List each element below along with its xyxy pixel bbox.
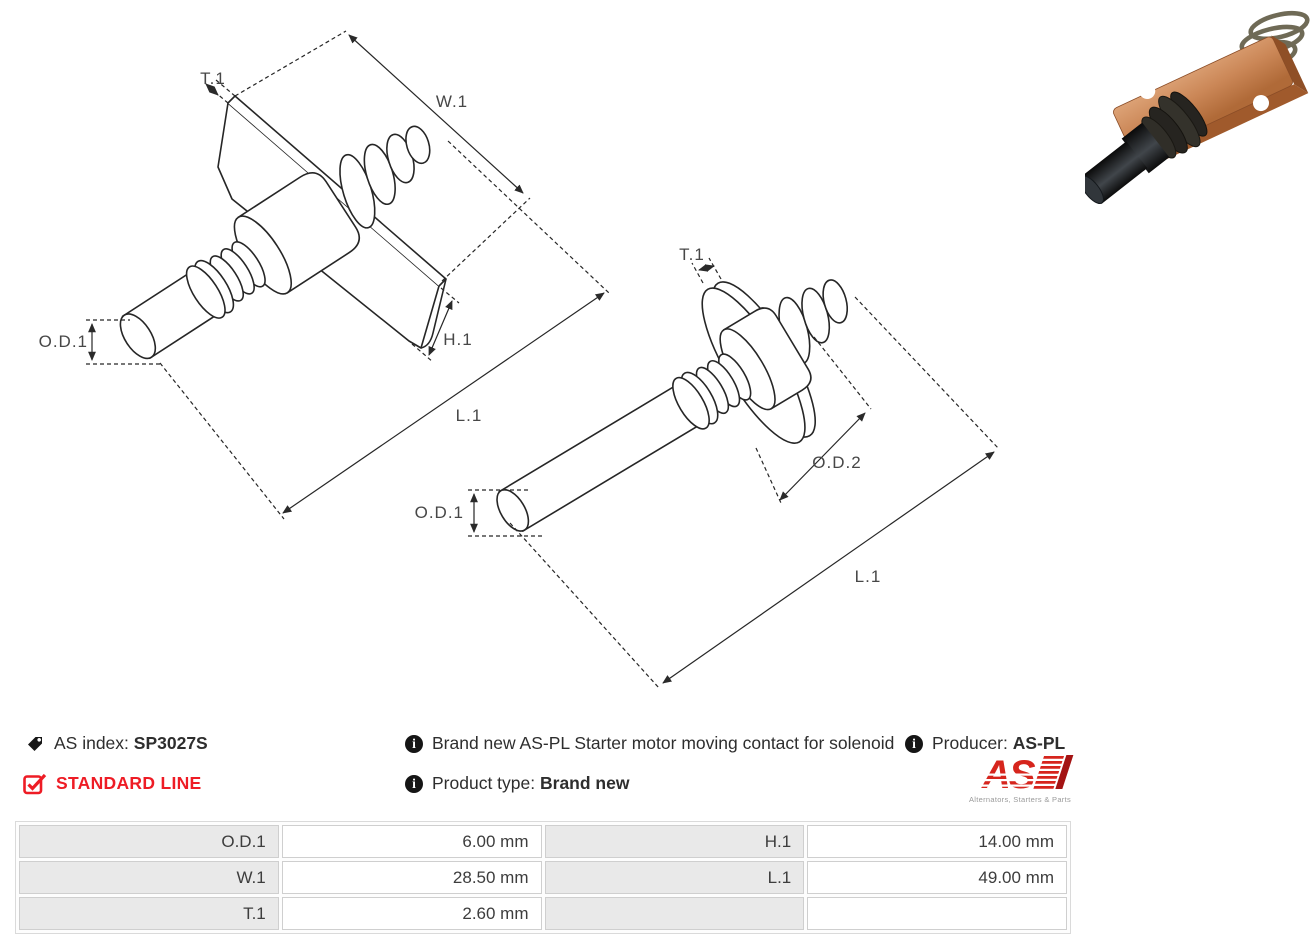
standard-line-badge: STANDARD LINE — [56, 773, 202, 793]
info-icon: i — [405, 734, 423, 753]
logo-flag — [1033, 755, 1074, 789]
dimension-label-t1: T.1 — [200, 69, 226, 88]
dimension-label-od1: O.D.1 — [39, 332, 88, 351]
as-index-value: SP3027S — [133, 733, 208, 753]
dimension-label-l1: L.1 — [456, 406, 483, 425]
description-row: i Brand new AS-PL Starter motor moving c… — [405, 733, 894, 754]
as-index-label: AS index: — [54, 733, 129, 753]
producer-value: AS-PL — [1012, 733, 1066, 753]
product-type-row: i Product type: Brand new — [405, 773, 629, 794]
hub — [723, 307, 812, 410]
dimension-label-w1: W.1 — [436, 92, 468, 111]
dimension-label-od1: O.D.1 — [415, 503, 464, 522]
dim-label-cell — [544, 897, 805, 930]
left-view: T.1 W.1 H.1 O.D.1 L.1 — [39, 30, 610, 520]
dim-label-cell: O.D.1 — [19, 825, 279, 858]
rod — [498, 384, 701, 532]
dim-value-cell: 2.60 mm — [281, 897, 542, 930]
dim-value-cell: 6.00 mm — [281, 825, 542, 858]
dim-value-cell: 14.00 mm — [807, 825, 1067, 858]
info-icon: i — [405, 774, 423, 793]
logo-stripes-cut — [980, 773, 1036, 787]
threaded-section — [209, 241, 266, 302]
dim-label-cell: W.1 — [19, 861, 279, 894]
right-view: T.1 O.D.2 O.D.1 L.1 — [415, 245, 1000, 689]
product-description: Brand new AS-PL Starter motor moving con… — [432, 733, 895, 753]
standard-line-row: STANDARD LINE — [23, 772, 202, 795]
tag-icon — [28, 736, 42, 751]
product-photo — [1085, 10, 1310, 205]
dimensions-table: O.D.1 6.00 mm H.1 14.00 mm W.1 28.50 mm … — [15, 821, 1071, 934]
info-icon: i — [905, 734, 923, 753]
photo-plunger — [1085, 91, 1208, 205]
logo-tagline: Alternators, Starters & Parts — [969, 795, 1071, 804]
dim-label-cell: L.1 — [544, 861, 805, 894]
table-row: T.1 2.60 mm — [19, 897, 1067, 930]
dimension-label-od2: O.D.2 — [812, 453, 861, 472]
contact-assembly — [496, 279, 849, 532]
product-type-label: Product type: — [432, 773, 536, 793]
dim-value-cell: 28.50 mm — [281, 861, 542, 894]
dimension-label-t1: T.1 — [679, 245, 705, 264]
dim-value-cell — [807, 897, 1067, 930]
product-type-value: Brand new — [540, 773, 630, 793]
technical-drawing: T.1 W.1 H.1 O.D.1 L.1 — [39, 30, 1000, 689]
table-row: O.D.1 6.00 mm H.1 14.00 mm — [19, 825, 1067, 858]
checkbox-icon — [23, 773, 47, 795]
dim-label-cell: T.1 — [19, 897, 279, 930]
as-pl-logo: AS Alternators, Starters & Parts — [969, 753, 1074, 804]
right-dimensions — [468, 257, 1000, 689]
threaded-section — [695, 353, 752, 415]
dimension-label-l1: L.1 — [855, 567, 882, 586]
producer-label: Producer: — [932, 733, 1008, 753]
as-index-row: AS index: SP3027S — [25, 733, 208, 754]
producer-row: i Producer: AS-PL — [905, 733, 1065, 754]
table-row: W.1 28.50 mm L.1 49.00 mm — [19, 861, 1067, 894]
dim-label-cell: H.1 — [544, 825, 805, 858]
dimension-label-h1: H.1 — [443, 330, 472, 349]
dim-value-cell: 49.00 mm — [807, 861, 1067, 894]
left-dimensions — [86, 30, 610, 520]
